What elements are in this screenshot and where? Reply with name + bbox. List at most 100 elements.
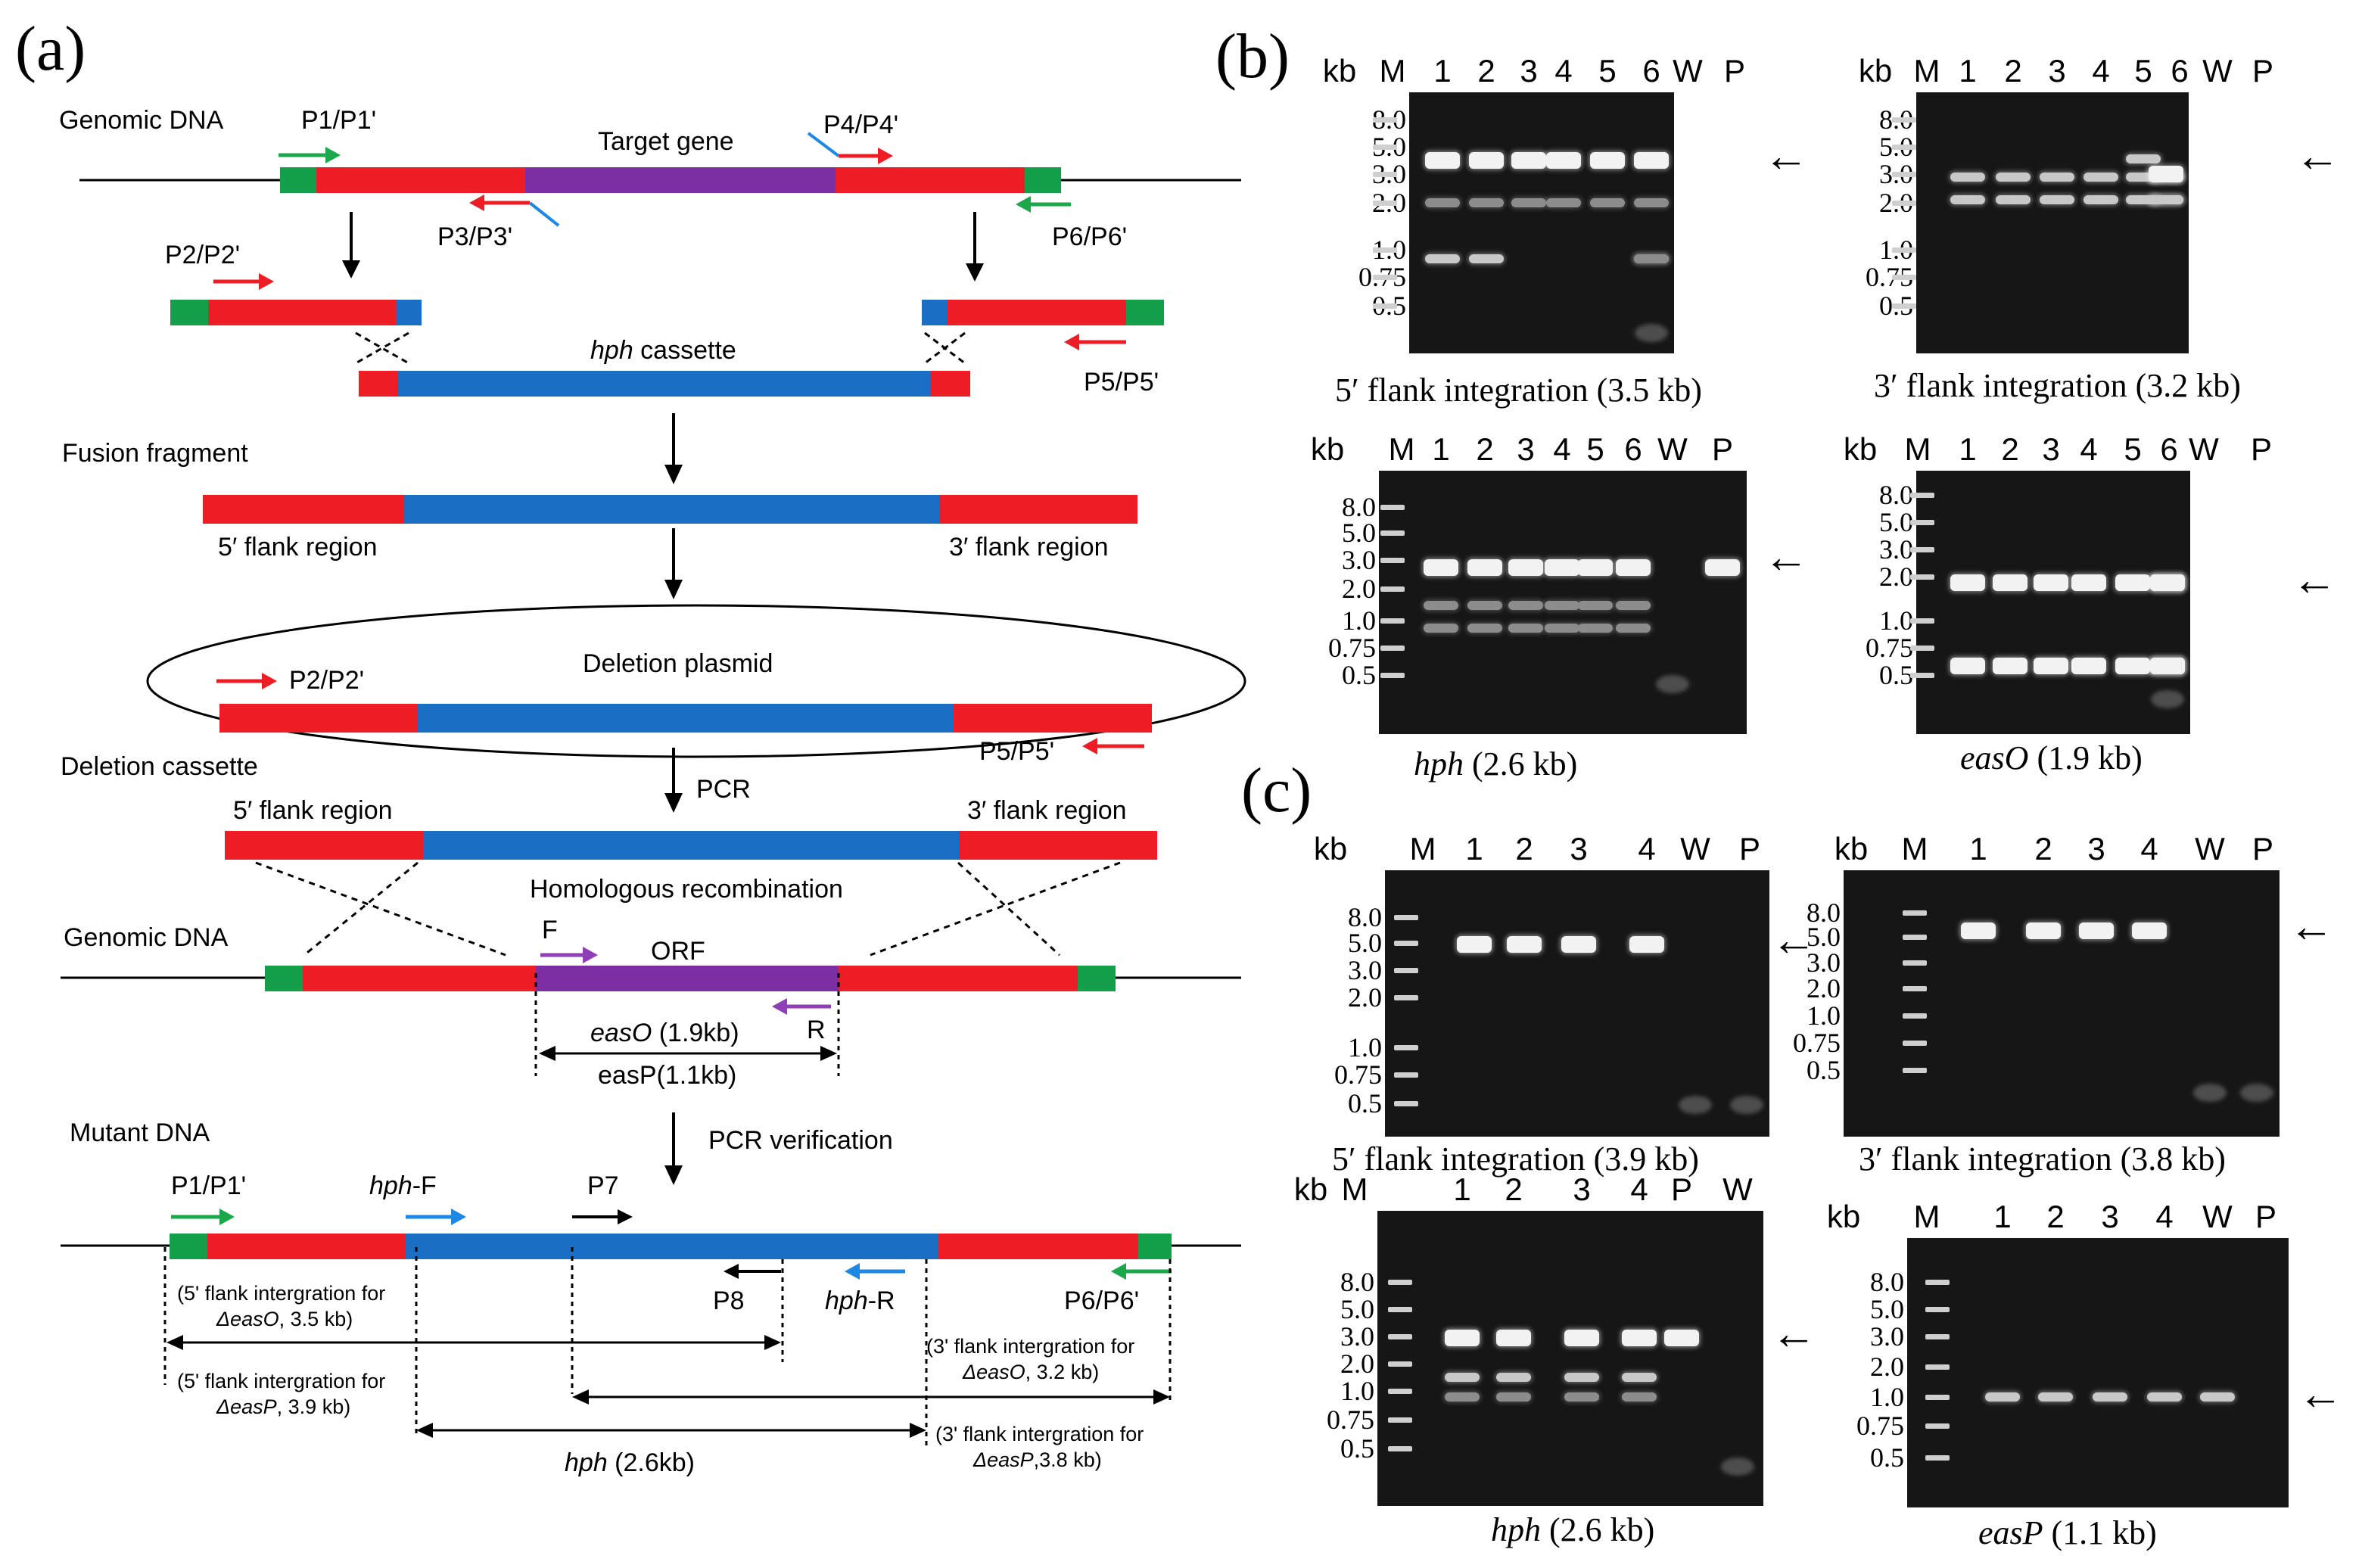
down-arrow-1a-head	[342, 260, 360, 278]
marker-band	[1925, 1423, 1950, 1429]
plasmid-hph	[418, 704, 954, 733]
gel-band	[2147, 1392, 2182, 1402]
marker-band	[1373, 247, 1397, 253]
marker-band	[1388, 1446, 1412, 1451]
down-arrow-4-head	[664, 793, 683, 813]
gel-header-label: P	[2255, 1199, 2276, 1234]
marker-band	[1925, 1395, 1950, 1400]
marker-band	[1903, 1041, 1927, 1046]
marker-band	[1892, 303, 1916, 309]
ladder-size-label: 0.75	[1327, 1405, 1374, 1435]
gel-header-label: kb	[1827, 1199, 1860, 1234]
gel-band	[1616, 559, 1651, 576]
gel-header-label: 1	[1969, 831, 1987, 866]
gel-band	[1561, 936, 1596, 953]
gel-header-label: kb	[1311, 431, 1344, 467]
gel-band	[1545, 624, 1579, 633]
frag5-flank	[208, 300, 396, 325]
gel-band	[1656, 675, 1689, 693]
band-indicator-arrow: ←	[1771, 1308, 1816, 1358]
gel-header-label: W	[2189, 431, 2219, 467]
ann-3-easO-line1: (3' flank intergration for	[926, 1335, 1134, 1358]
band-indicator-arrow: ←	[1763, 130, 1809, 181]
primer-p5-arrowhead	[1064, 334, 1079, 350]
mutant-p6-arrowhead	[1111, 1263, 1126, 1280]
ladder-size-label: 1.0	[1879, 605, 1913, 636]
fusion-flank5	[203, 495, 403, 524]
marker-band	[1373, 201, 1397, 206]
deletion-plasmid-ring	[146, 604, 1246, 758]
mutant-flank5	[207, 1234, 406, 1259]
recomb-line-2	[303, 861, 419, 957]
primer-p3-label: P3/P3'	[437, 222, 512, 251]
gel-header-label: M	[1905, 431, 1931, 467]
frag3-flank	[948, 300, 1126, 325]
fusion-hph	[403, 495, 939, 524]
ann-5-easO-head-left	[166, 1335, 183, 1350]
gel-header-label: 6	[2160, 431, 2177, 467]
marker-band	[1388, 1334, 1412, 1339]
gel-band	[1496, 1373, 1531, 1382]
primer-p3-arrowhead	[469, 194, 484, 211]
target-gene-label: Target gene	[598, 127, 734, 156]
marker-band	[1903, 986, 1927, 991]
easO-length-head-left	[539, 1046, 555, 1061]
marker-band	[1892, 117, 1916, 123]
primer-p7-arrowhead	[618, 1209, 633, 1224]
gel-header-label: 1	[1433, 53, 1451, 89]
gel-band	[1467, 559, 1502, 576]
gel-band	[1469, 254, 1504, 263]
gel-header-label: W	[1673, 53, 1703, 89]
gel-caption: 5′ flank integration (3.5 kb)	[1335, 372, 1702, 409]
gel-band	[2034, 658, 2068, 674]
ann-3-easO-head-right	[1153, 1389, 1170, 1405]
genomic-dna-label: Genomic DNA	[59, 106, 224, 135]
gel-image	[1385, 870, 1769, 1137]
marker-band	[1388, 1307, 1412, 1312]
fusion-flank3-label: 3′ flank region	[949, 533, 1109, 562]
ladder-size-label: 0.5	[1879, 660, 1913, 690]
cassette-flank-left	[359, 371, 398, 397]
gel-caption: hph (2.6 kb)	[1414, 745, 1577, 782]
gel-band	[2240, 1084, 2273, 1102]
gel-band	[1424, 624, 1458, 633]
marker-band	[1910, 493, 1934, 498]
recomb-line-4	[870, 861, 1121, 957]
gel-caption: 5′ flank integration (3.9 kb)	[1332, 1140, 1699, 1178]
gel-band	[1424, 559, 1458, 576]
gel-caption: hph (2.6 kb)	[1491, 1511, 1654, 1548]
hph-length-head-right	[910, 1423, 926, 1438]
gel-band	[1467, 601, 1502, 610]
pcr-verification-label: PCR verification	[708, 1126, 893, 1155]
primer-p4-arrowhead	[878, 148, 893, 164]
flank-3-segment	[836, 167, 1025, 193]
frag3-overlap	[922, 300, 948, 325]
ladder-size-label: 0.75	[1856, 1411, 1904, 1441]
marker-band	[1910, 547, 1934, 552]
orf-label: ORF	[651, 937, 705, 966]
gel-header-label: 6	[2171, 53, 2188, 89]
marker-band	[1903, 960, 1927, 966]
recomb-line-1	[255, 861, 506, 957]
ladder-size-label: 3.0	[1348, 955, 1382, 985]
gel-header-label: 3	[2087, 831, 2105, 866]
marker-band	[1380, 586, 1405, 592]
ladder-size-label: 1.0	[1342, 605, 1376, 636]
ladder-size-label: 0.5	[1870, 1442, 1904, 1473]
gel-band	[2150, 574, 2185, 591]
gel-band	[1950, 195, 1985, 204]
gel-header-label: 3	[2101, 1199, 2118, 1234]
ladder-size-label: 5.0	[1879, 507, 1913, 537]
gel-band	[2071, 574, 2106, 591]
band-indicator-arrow: ←	[2289, 901, 2334, 951]
gel-band	[1993, 658, 2027, 674]
gel-header-label: P	[2251, 431, 2272, 467]
gel-band	[1590, 152, 1625, 169]
gel-header-label: 1	[1465, 831, 1483, 866]
gel-header-label: 2	[2001, 431, 2018, 467]
